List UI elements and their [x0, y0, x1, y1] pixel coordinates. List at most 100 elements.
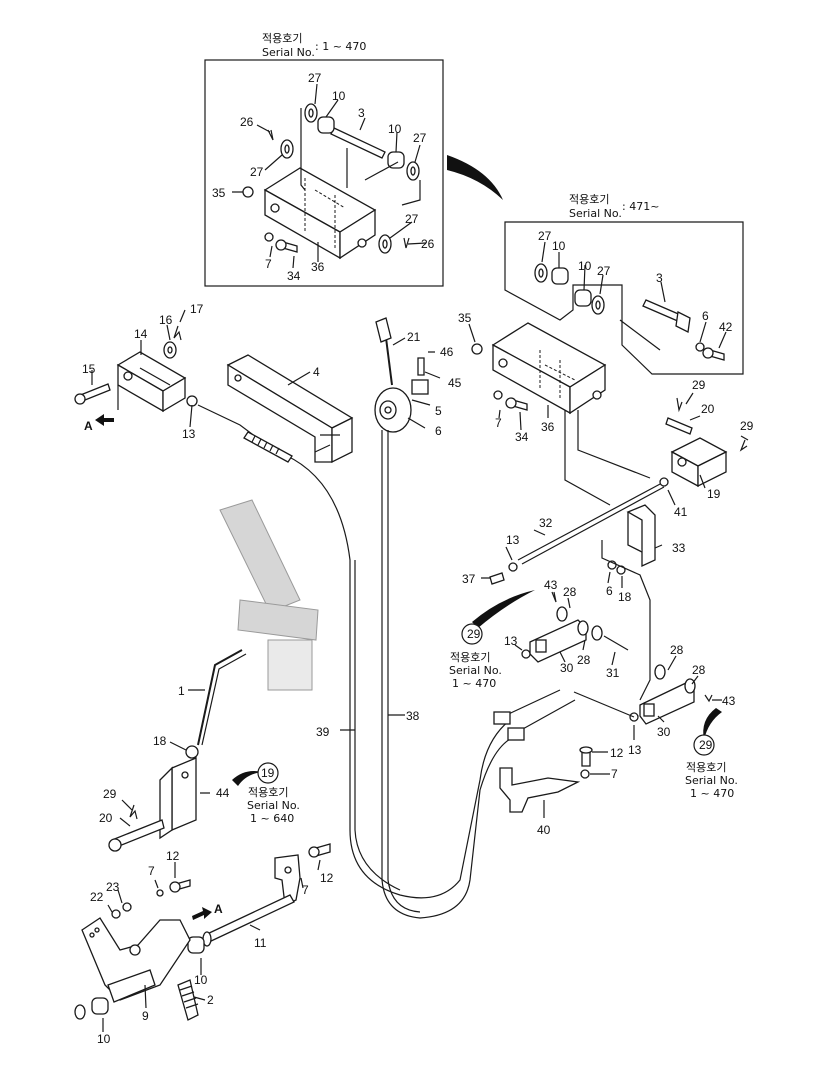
callout-46: 46	[440, 345, 454, 359]
callout-29: 29	[692, 378, 706, 392]
callout-16: 16	[159, 313, 173, 327]
callout-13: 13	[504, 634, 518, 648]
callout-13: 13	[628, 743, 642, 757]
callout-27: 27	[308, 71, 322, 85]
callout-7: 7	[302, 883, 309, 897]
callout-22: 22	[90, 890, 104, 904]
lower-right-serial-ref: 29	[699, 738, 713, 752]
callout-33: 33	[672, 541, 686, 555]
lower-right-serial-title: 적용호기	[686, 761, 726, 774]
rod-group-19	[481, 392, 749, 701]
arrow-label-a1: A	[84, 419, 93, 433]
callout-34: 34	[515, 430, 529, 444]
rod-end-group-14	[74, 309, 198, 428]
callout-11: 11	[254, 936, 267, 950]
callout-23: 23	[106, 880, 120, 894]
callout-14: 14	[134, 327, 148, 341]
callout-12: 12	[166, 849, 180, 863]
pedal-silhouette	[219, 499, 319, 691]
callout-labels: 27 10 3 26 10 27 27 35 27 26 7 34 36 27 …	[82, 71, 754, 1046]
left-serial-range: 1 ~ 640	[250, 812, 294, 825]
ref-circle-29-mid	[461, 623, 483, 645]
callout-43: 43	[544, 578, 558, 592]
lower-right-serial-note: 29 적용호기 Serial No. 1 ~ 470	[685, 738, 738, 800]
bracket-4	[226, 354, 354, 464]
callout-10: 10	[388, 122, 402, 136]
callout-6: 6	[702, 309, 709, 323]
callout-27: 27	[405, 212, 419, 226]
ref-circle-29-lower	[693, 734, 715, 756]
callout-45: 45	[448, 376, 462, 390]
callout-29: 29	[103, 787, 117, 801]
right-inset-outline	[504, 221, 744, 375]
left-serial-ref: 19	[261, 766, 275, 780]
block-36-side	[339, 208, 376, 260]
callout-26: 26	[240, 115, 254, 129]
callout-27: 27	[250, 165, 264, 179]
lower-right-serial-label: Serial No.	[685, 774, 738, 787]
callout-10: 10	[332, 89, 346, 103]
callout-17: 17	[190, 302, 204, 316]
callout-4: 4	[313, 365, 320, 379]
callout-30: 30	[560, 661, 574, 675]
callout-20: 20	[99, 811, 113, 825]
pin-3	[330, 127, 386, 159]
callout-2: 2	[207, 993, 214, 1007]
callout-10: 10	[578, 259, 592, 273]
top-serial-label: Serial No.	[262, 46, 315, 59]
bracket-40	[499, 746, 610, 818]
bushing-10a	[317, 116, 335, 134]
callout-10: 10	[194, 973, 208, 987]
callout-42: 42	[719, 320, 733, 334]
callout-7: 7	[611, 767, 618, 781]
left-serial-label: Serial No.	[247, 799, 300, 812]
callout-29: 29	[740, 419, 754, 433]
pedal-base	[74, 843, 331, 1032]
mid-serial-title: 적용호기	[450, 651, 490, 664]
right-serial-range: : 471~	[622, 200, 659, 213]
callout-18: 18	[618, 590, 632, 604]
callout-35: 35	[212, 186, 226, 200]
callout-13: 13	[182, 427, 196, 441]
callout-43: 43	[722, 694, 736, 708]
callout-35: 35	[458, 311, 472, 325]
callout-21: 21	[407, 330, 421, 344]
top-serial-title: 적용호기	[262, 32, 302, 45]
direction-arrow-icon	[95, 414, 114, 426]
callout-28: 28	[563, 585, 577, 599]
direction-arrow-icon-2	[192, 907, 212, 920]
callout-15: 15	[82, 362, 96, 376]
callout-40: 40	[537, 823, 551, 837]
callout-28: 28	[670, 643, 684, 657]
callout-36: 36	[311, 260, 325, 274]
right-inset-assembly	[468, 241, 727, 506]
mid-serial-ref: 29	[467, 627, 481, 641]
left-serial-title: 적용호기	[248, 786, 288, 799]
mid-serial-range: 1 ~ 470	[452, 677, 496, 690]
mid-serial-note: 29 적용호기 Serial No. 1 ~ 470	[449, 627, 502, 690]
right-serial-title: 적용호기	[569, 193, 609, 206]
callout-12: 12	[320, 871, 334, 885]
callout-38: 38	[406, 709, 420, 723]
callout-26: 26	[421, 237, 435, 251]
callout-27: 27	[538, 229, 552, 243]
callout-6: 6	[435, 424, 442, 438]
right-serial-label: Serial No.	[569, 207, 622, 220]
callout-10: 10	[97, 1032, 111, 1046]
callout-3: 3	[656, 271, 663, 285]
top-inset-assembly	[232, 83, 427, 269]
callout-27: 27	[413, 131, 427, 145]
callout-44: 44	[216, 786, 230, 800]
serial-pointer-icon-2	[703, 708, 722, 740]
top-serial-note: 적용호기 Serial No. : 1 ~ 470	[262, 32, 366, 59]
callout-10: 10	[552, 239, 566, 253]
callout-30: 30	[657, 725, 671, 739]
callout-6: 6	[606, 584, 613, 598]
lower-right-serial-range: 1 ~ 470	[690, 787, 734, 800]
pedal-linkage	[108, 649, 247, 852]
lever-21	[374, 317, 441, 433]
callout-5: 5	[435, 404, 442, 418]
callout-37: 37	[462, 572, 476, 586]
callout-1: 1	[178, 684, 185, 698]
callout-36: 36	[541, 420, 555, 434]
